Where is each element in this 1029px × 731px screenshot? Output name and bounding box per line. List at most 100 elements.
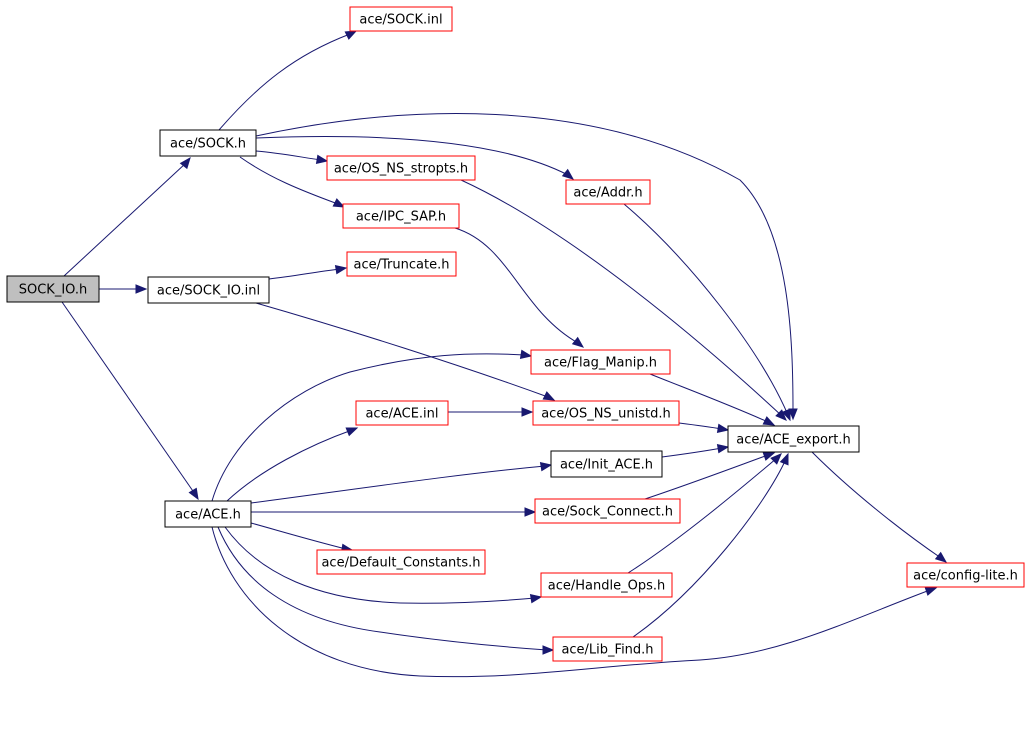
node-sock-io-h[interactable]: SOCK_IO.h xyxy=(6,275,100,303)
edge-arrowhead xyxy=(716,444,730,454)
node-label: ace/config-lite.h xyxy=(913,569,1018,584)
edge-arrowhead xyxy=(345,427,359,437)
node-box[interactable] xyxy=(530,349,671,375)
node-box[interactable] xyxy=(159,129,257,157)
edge-sock_h-to-addr_h xyxy=(255,136,575,180)
node-box[interactable] xyxy=(147,276,270,304)
node-label: ace/Handle_Ops.h xyxy=(548,579,665,594)
node-box[interactable] xyxy=(906,562,1025,588)
edge-handle_ops_h-to-ace_export_h xyxy=(627,453,782,574)
node-addr-h[interactable]: ace/Addr.h xyxy=(565,179,651,205)
edge-ace_h-to-ace_inl xyxy=(226,427,359,502)
node-label: ace/ACE.inl xyxy=(365,407,438,422)
edge-arrowhead xyxy=(542,391,556,401)
edge-sock_io_inl-to-os_ns_unistd_h xyxy=(255,302,556,401)
edge-arrowhead xyxy=(561,168,575,180)
node-box[interactable] xyxy=(326,155,476,181)
edge-line xyxy=(627,457,778,574)
node-label: ace/ACE.h xyxy=(175,508,241,523)
edge-line xyxy=(623,203,789,416)
node-sock-io-inl[interactable]: ace/SOCK_IO.inl xyxy=(147,276,270,304)
edge-ace_h-to-lib_find_h xyxy=(217,526,555,655)
node-box[interactable] xyxy=(316,549,486,575)
edge-sock_h-to-ace_export_h xyxy=(255,113,798,421)
edge-line xyxy=(661,447,723,458)
node-os-ns-stropts-h[interactable]: ace/OS_NS_stropts.h xyxy=(326,155,476,181)
edge-os_ns_stropts_h-to-ace_export_h xyxy=(460,179,787,421)
edge-arrowhead xyxy=(135,284,148,294)
node-default-constants-h[interactable]: ace/Default_Constants.h xyxy=(316,549,486,575)
edge-ipc_sap_h-to-flag_manip_h xyxy=(454,227,585,348)
edge-ace_export_h-to-config_lite_h xyxy=(811,451,948,563)
edge-arrowhead xyxy=(762,416,776,426)
node-box[interactable] xyxy=(355,400,449,426)
edge-arrowhead xyxy=(179,156,191,170)
node-label: ace/Lib_Find.h xyxy=(561,643,653,658)
node-ace-export-h[interactable]: ace/ACE_export.h xyxy=(727,425,860,453)
node-box[interactable] xyxy=(532,400,680,426)
edge-arrowhead xyxy=(779,452,789,466)
edge-ace_h-to-sock_connect_h xyxy=(251,507,537,517)
node-config-lite-h[interactable]: ace/config-lite.h xyxy=(906,562,1025,588)
node-box[interactable] xyxy=(550,450,663,478)
edge-flag_manip_h-to-ace_export_h xyxy=(649,373,776,426)
node-ipc-sap-h[interactable]: ace/IPC_SAP.h xyxy=(342,203,460,229)
node-sock-connect-h[interactable]: ace/Sock_Connect.h xyxy=(534,498,681,524)
edge-ace_h-to-flag_manip_h xyxy=(211,349,533,502)
edge-line xyxy=(255,113,794,413)
edge-ace_h-to-init_ace_h xyxy=(250,462,553,504)
node-ace-inl[interactable]: ace/ACE.inl xyxy=(355,400,449,426)
node-label: ace/SOCK.inl xyxy=(359,13,442,28)
edge-sock_h-to-ipc_sap_h xyxy=(239,156,346,208)
node-label: ace/Addr.h xyxy=(573,186,642,201)
node-sock-h[interactable]: ace/SOCK.h xyxy=(159,129,257,157)
edge-line xyxy=(632,458,787,638)
edge-arrowhead xyxy=(334,265,348,275)
node-label: ace/SOCK_IO.inl xyxy=(157,284,260,299)
edge-line xyxy=(644,454,769,500)
node-flag-manip-h[interactable]: ace/Flag_Manip.h xyxy=(530,349,671,375)
edge-arrowhead xyxy=(188,487,199,501)
node-box[interactable] xyxy=(346,251,457,277)
node-box[interactable] xyxy=(342,203,460,229)
node-box[interactable] xyxy=(6,275,100,303)
edge-lib_find_h-to-ace_export_h xyxy=(632,452,789,638)
edge-line xyxy=(460,179,783,417)
edge-arrowhead xyxy=(542,645,555,655)
edge-sock_io_h-to-ace_h xyxy=(61,301,199,501)
edge-ace_h-to-handle_ops_h xyxy=(224,526,543,604)
node-truncate-h[interactable]: ace/Truncate.h xyxy=(346,251,457,277)
edge-line xyxy=(217,526,548,651)
node-lib-find-h[interactable]: ace/Lib_Find.h xyxy=(552,636,663,662)
edge-init_ace_h-to-ace_export_h xyxy=(661,444,730,458)
node-label: ace/OS_NS_unistd.h xyxy=(541,407,671,422)
edge-line xyxy=(649,373,769,423)
edge-line xyxy=(61,301,196,495)
edge-arrowhead xyxy=(788,408,798,421)
node-ace-h[interactable]: ace/ACE.h xyxy=(164,500,252,528)
node-box[interactable] xyxy=(349,6,453,32)
node-os-ns-unistd-h[interactable]: ace/OS_NS_unistd.h xyxy=(532,400,680,426)
node-box[interactable] xyxy=(552,636,663,662)
node-box[interactable] xyxy=(565,179,651,205)
node-sock-inl[interactable]: ace/SOCK.inl xyxy=(349,6,453,32)
edge-arrowhead xyxy=(781,408,791,422)
node-box[interactable] xyxy=(534,498,681,524)
node-handle-ops-h[interactable]: ace/Handle_Ops.h xyxy=(540,572,673,598)
edge-layer xyxy=(61,30,948,678)
node-box[interactable] xyxy=(727,425,860,453)
node-init-ace-h[interactable]: ace/Init_ACE.h xyxy=(550,450,663,478)
edge-ace_h-to-config_lite_h xyxy=(211,526,938,678)
edge-arrowhead xyxy=(762,451,776,461)
edge-sock_io_inl-to-truncate_h xyxy=(268,265,348,280)
edge-sock_connect_h-to-ace_export_h xyxy=(644,451,776,500)
node-box[interactable] xyxy=(164,500,252,528)
node-box[interactable] xyxy=(540,572,673,598)
edge-sock_io_h-to-sock_h xyxy=(63,156,191,277)
node-layer: SOCK_IO.h ace/SOCK.h ace/SOCK_IO.inl ace/AC… xyxy=(6,6,1025,662)
node-label: ace/Init_ACE.h xyxy=(560,458,653,473)
node-label: ace/OS_NS_stropts.h xyxy=(334,162,468,177)
edge-arrowhead xyxy=(934,551,948,563)
edge-line xyxy=(211,526,931,678)
